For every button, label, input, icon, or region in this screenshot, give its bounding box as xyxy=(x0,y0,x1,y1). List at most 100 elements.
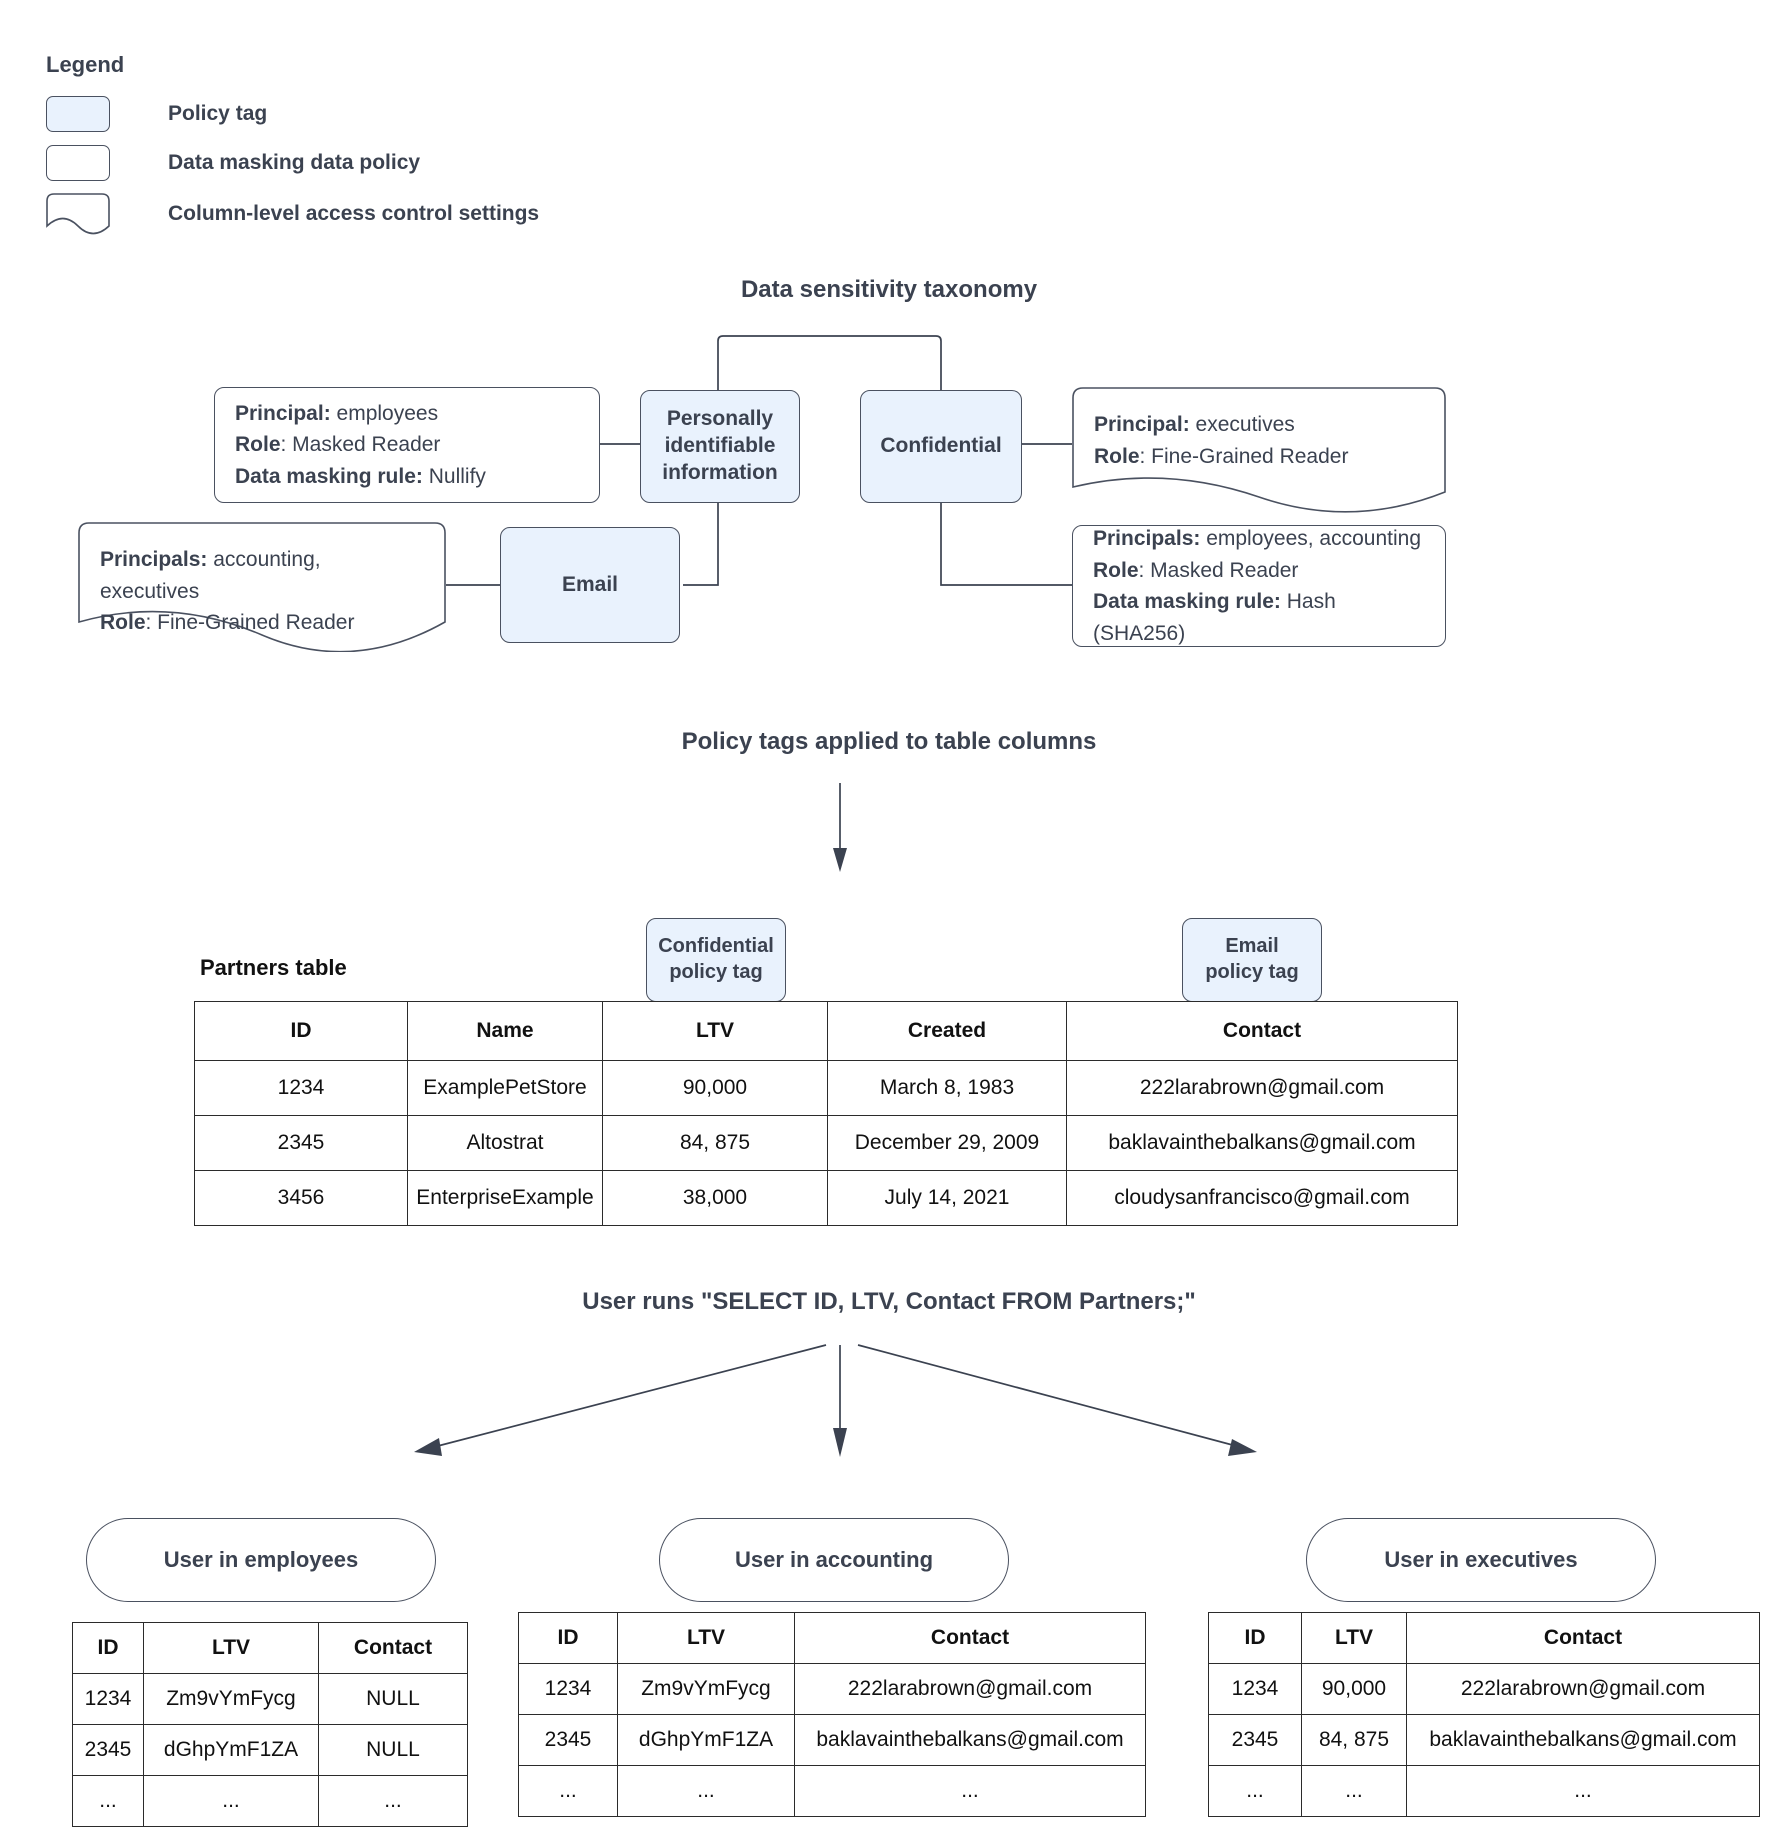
cell: 1234 xyxy=(72,1673,144,1725)
cell: ... xyxy=(1406,1765,1760,1817)
cell: Zm9vYmFycg xyxy=(143,1673,319,1725)
cell: ... xyxy=(143,1775,319,1827)
partners-table-label: Partners table xyxy=(200,955,347,980)
policy-line: Principal: executives xyxy=(1094,413,1295,436)
result-table-employees-wrapper: ID LTV Contact 1234 Zm9vYmFycg NULL 2345… xyxy=(72,1622,468,1827)
cell: 90,000 xyxy=(1301,1663,1407,1715)
table-row: 2345 Altostrat 84, 875 December 29, 2009… xyxy=(194,1115,1458,1171)
cell: March 8, 1983 xyxy=(827,1060,1067,1116)
policy-line: Role: Fine-Grained Reader xyxy=(1094,444,1349,468)
cell: baklavainthebalkans@gmail.com xyxy=(1406,1714,1760,1766)
column-header-id: ID xyxy=(1208,1612,1302,1664)
partners-table-wrapper: ID Name LTV Created Contact 1234 Example… xyxy=(194,1001,1458,1226)
connector-confidential-mask xyxy=(940,503,1072,586)
column-header-contact: Contact xyxy=(318,1622,468,1674)
cell: ... xyxy=(794,1765,1146,1817)
column-tag-confidential-line1: Confidential xyxy=(658,935,774,958)
column-tag-email-line1: Email xyxy=(1225,935,1279,958)
legend-swatch-policy-tag xyxy=(46,96,110,132)
legend-label-data-masking: Data masking data policy xyxy=(168,151,421,174)
table-header-row: ID LTV Contact xyxy=(518,1612,1146,1664)
column-header-ltv: LTV xyxy=(617,1612,795,1664)
cell: 84, 875 xyxy=(602,1115,828,1171)
cell: Zm9vYmFycg xyxy=(617,1663,795,1715)
legend-swatch-column-access xyxy=(46,193,110,235)
cell: 1234 xyxy=(194,1060,408,1116)
cell: baklavainthebalkans@gmail.com xyxy=(794,1714,1146,1766)
arrow-applied-down xyxy=(833,783,847,872)
policy-tag-confidential[interactable]: Confidential xyxy=(860,390,1022,503)
persona-employees[interactable]: User in employees xyxy=(86,1518,436,1602)
policy-line: Role: Masked Reader xyxy=(235,433,441,457)
cell: 90,000 xyxy=(602,1060,828,1116)
policy-tag-email[interactable]: Email xyxy=(500,527,680,643)
arrow-query-right xyxy=(857,1344,1257,1456)
table-row: ... ... ... xyxy=(518,1765,1146,1817)
policy-tag-pii-label: Personally identifiable information xyxy=(662,407,778,484)
applied-title: Policy tags applied to table columns xyxy=(681,728,1097,755)
legend-swatch-data-masking xyxy=(46,145,110,181)
policy-box-confidential-masking[interactable]: Principals: employees, accounting Role: … xyxy=(1072,525,1446,647)
column-header-id: ID xyxy=(518,1612,618,1664)
policy-tag-pii[interactable]: Personally identifiable information xyxy=(640,390,800,503)
policy-box-email-access[interactable]: Principals: accounting, executives Role:… xyxy=(78,522,446,653)
cell: 3456 xyxy=(194,1170,408,1226)
cell: ExamplePetStore xyxy=(407,1060,603,1116)
policy-box-confidential-access[interactable]: Principal: executives Role: Fine-Grained… xyxy=(1072,387,1446,517)
persona-accounting-label: User in accounting xyxy=(734,1547,934,1572)
cell: 2345 xyxy=(72,1724,144,1776)
column-tag-email-line2: policy tag xyxy=(1205,961,1299,983)
cell: 1234 xyxy=(1208,1663,1302,1715)
cell: 1234 xyxy=(518,1663,618,1715)
table-row: 2345 84, 875 baklavainthebalkans@gmail.c… xyxy=(1208,1714,1760,1766)
result-table-accounting-wrapper: ID LTV Contact 1234 Zm9vYmFycg 222larabr… xyxy=(518,1612,1146,1817)
partners-table: ID Name LTV Created Contact 1234 Example… xyxy=(194,1001,1458,1226)
result-table-executives-wrapper: ID LTV Contact 1234 90,000 222larabrown@… xyxy=(1208,1612,1760,1817)
policy-line: Principals: employees, accounting xyxy=(1093,527,1422,550)
policy-line: Principals: accounting, executives xyxy=(100,548,321,603)
policy-tag-confidential-label: Confidential xyxy=(880,434,1002,458)
wavy-border-email-access xyxy=(78,522,446,653)
cell: ... xyxy=(617,1765,795,1817)
policy-line: Role: Masked Reader xyxy=(1093,558,1299,582)
cell: dGhpYmF1ZA xyxy=(143,1724,319,1776)
cell: ... xyxy=(1301,1765,1407,1817)
result-table-executives: ID LTV Contact 1234 90,000 222larabrown@… xyxy=(1208,1612,1760,1817)
persona-executives-label: User in executives xyxy=(1384,1547,1578,1572)
connector-taxonomy-bracket xyxy=(717,335,942,390)
cell: 222larabrown@gmail.com xyxy=(794,1663,1146,1715)
persona-executives[interactable]: User in executives xyxy=(1306,1518,1656,1602)
connector-pii-email xyxy=(683,503,719,586)
taxonomy-title: Data sensitivity taxonomy xyxy=(740,276,1038,303)
policy-line: Data masking rule: Nullify xyxy=(235,464,486,488)
wavy-swatch-icon xyxy=(46,193,110,235)
column-tag-confidential-line2: policy tag xyxy=(669,961,763,983)
query-title: User runs "SELECT ID, LTV, Contact FROM … xyxy=(582,1288,1196,1315)
persona-employees-label: User in employees xyxy=(163,1547,359,1572)
table-header-row: ID LTV Contact xyxy=(1208,1612,1760,1664)
table-header-row: ID LTV Contact xyxy=(72,1622,468,1674)
cell: December 29, 2009 xyxy=(827,1115,1067,1171)
table-row: ... ... ... xyxy=(1208,1765,1760,1817)
column-header-ltv: LTV xyxy=(143,1622,319,1674)
cell: ... xyxy=(518,1765,618,1817)
column-header-created: Created xyxy=(827,1001,1067,1061)
policy-line: Role: Fine-Grained Reader xyxy=(100,611,355,634)
cell: 2345 xyxy=(194,1115,408,1171)
cell: 38,000 xyxy=(602,1170,828,1226)
policy-box-pii-masking[interactable]: Principal: employees Role: Masked Reader… xyxy=(214,387,600,503)
cell: dGhpYmF1ZA xyxy=(617,1714,795,1766)
legend-item-column-access: Column-level access control settings xyxy=(46,193,539,235)
column-tag-confidential[interactable]: Confidential policy tag xyxy=(646,918,786,1002)
legend-label-policy-tag: Policy tag xyxy=(168,102,268,125)
policy-line: Principal: employees xyxy=(235,401,439,425)
policy-box-confidential-access-text: Principal: executives Role: Fine-Grained… xyxy=(1072,387,1446,472)
column-header-ltv: LTV xyxy=(1301,1612,1407,1664)
column-tag-email[interactable]: Email policy tag xyxy=(1182,918,1322,1002)
cell: 84, 875 xyxy=(1301,1714,1407,1766)
cell: EnterpriseExample xyxy=(407,1170,603,1226)
result-table-accounting: ID LTV Contact 1234 Zm9vYmFycg 222larabr… xyxy=(518,1612,1146,1817)
cell: cloudysanfrancisco@gmail.com xyxy=(1066,1170,1458,1226)
persona-accounting[interactable]: User in accounting xyxy=(659,1518,1009,1602)
cell: ... xyxy=(1208,1765,1302,1817)
